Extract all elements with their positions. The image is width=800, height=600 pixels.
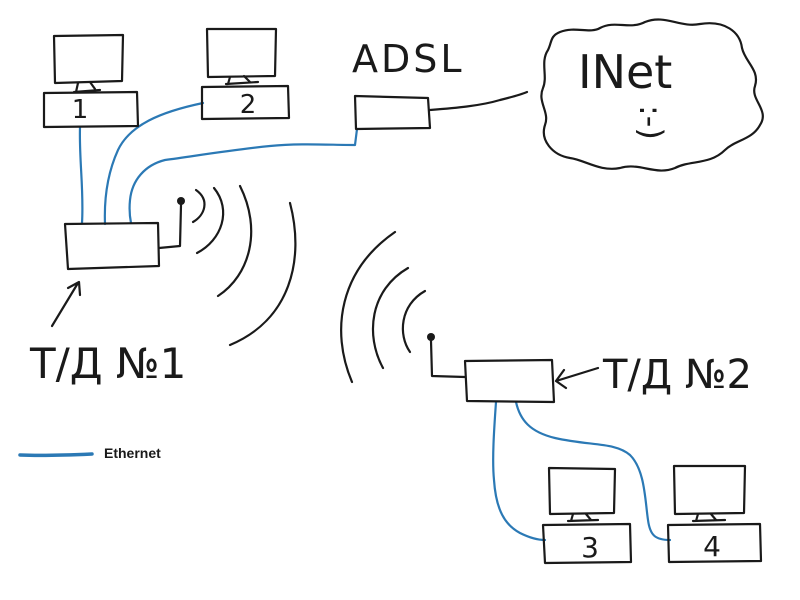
legend-ethernet-line [18, 452, 94, 458]
legend: Ethernet [18, 445, 161, 461]
ap1-wave-2 [195, 186, 225, 255]
ap2-antenna-tip [427, 333, 435, 341]
computer-2: 2 [200, 27, 291, 121]
ap1-wave-3 [216, 184, 253, 298]
computer-3-monitor [547, 466, 617, 516]
access-point-2: T/Д №2 [340, 230, 752, 404]
cable-pc2-ap1 [103, 101, 205, 226]
ethernet-cables [78, 101, 672, 542]
ap2-wave-1 [340, 230, 397, 384]
computer-3-case [541, 522, 633, 565]
computer-2-stand [224, 74, 260, 86]
cable-pc1-ap1 [78, 125, 84, 225]
cable-adsl-internet [428, 90, 529, 112]
computer-1: 1 [42, 33, 140, 129]
computer-2-monitor [205, 27, 278, 79]
computer-3: 3 [541, 466, 633, 565]
ap2-arrow [554, 366, 600, 390]
cable-ap2-pc4 [514, 400, 672, 542]
adsl-box [353, 94, 432, 131]
computer-4-case [666, 522, 763, 564]
ap1-label: T/Д №1 [29, 339, 186, 388]
computer-2-label: 2 [240, 90, 257, 120]
cable-adsl-ap1 [128, 127, 359, 225]
internet-label: INet [578, 45, 672, 99]
ap1-antenna [157, 203, 183, 250]
cable-ap2-pc3 [492, 400, 547, 542]
ap2-antenna [429, 339, 467, 379]
computer-1-case [42, 90, 140, 129]
internet-smiley: :-) [632, 105, 670, 140]
adsl-label: ADSL [352, 37, 465, 81]
ap1-antenna-tip [177, 197, 185, 205]
adsl-modem: ADSL [352, 37, 529, 131]
legend-ethernet-label: Ethernet [104, 445, 161, 461]
computer-4: 4 [666, 464, 763, 564]
ap2-wave-2 [371, 266, 410, 370]
ap1-wave-4 [228, 201, 297, 347]
ap1-arrow [50, 280, 82, 328]
computer-1-stand [72, 80, 102, 94]
ap2-label: T/Д №2 [602, 352, 752, 398]
ap2-wave-3 [401, 289, 427, 354]
computer-1-label: 1 [72, 95, 89, 125]
computer-1-monitor [52, 33, 125, 85]
computer-3-stand [566, 512, 600, 523]
internet-cloud: INet :-) [540, 18, 764, 172]
computer-2-case [200, 84, 291, 121]
ap1-wave-1 [191, 188, 206, 224]
computer-4-label: 4 [703, 530, 721, 563]
access-point-1: T/Д №1 [29, 184, 297, 388]
computer-4-monitor [672, 464, 747, 516]
ap1-box [63, 221, 161, 271]
computer-4-stand [691, 512, 727, 523]
computer-3-label: 3 [581, 531, 599, 564]
cloud-outline [540, 18, 764, 172]
ap2-box [463, 358, 556, 404]
